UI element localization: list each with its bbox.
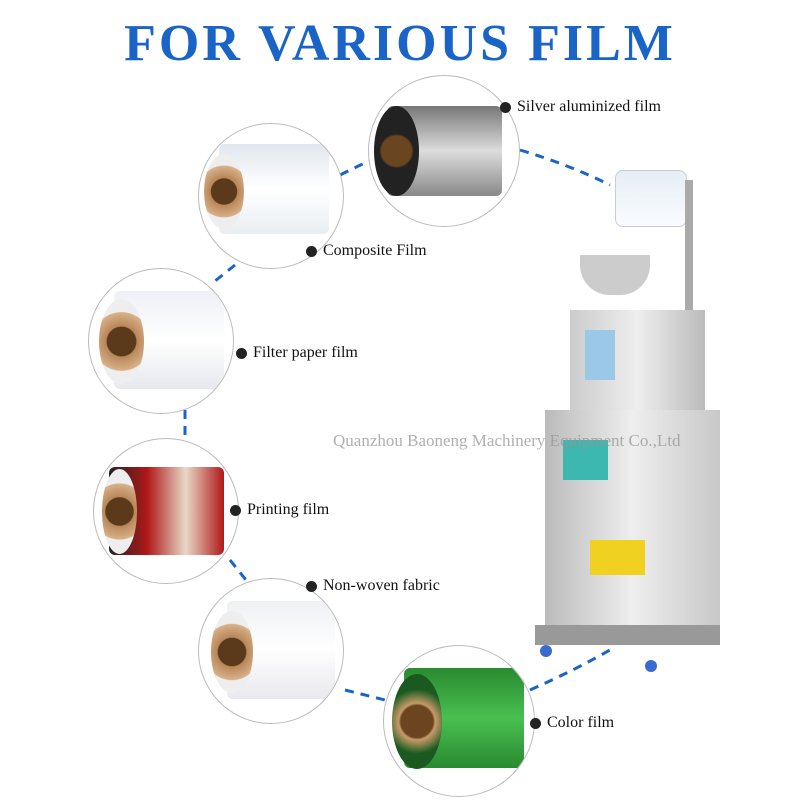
silver-film-circle: [368, 75, 520, 227]
label-filter-paper-film: Filter paper film: [236, 344, 358, 362]
bullet-dot-icon: [500, 101, 511, 113]
label-silver-aluminized-film: Silver aluminized film: [500, 98, 661, 116]
bullet-dot-icon: [530, 717, 541, 729]
color-film-circle: [383, 645, 535, 797]
bullet-dot-icon: [306, 245, 317, 257]
composite-film-circle: [198, 123, 344, 269]
label-composite-film: Composite Film: [306, 242, 427, 260]
bullet-dot-icon: [236, 347, 247, 359]
watermark: Quanzhou Baoneng Machinery Equipment Co.…: [333, 431, 681, 450]
bullet-dot-icon: [230, 504, 241, 516]
label-text: Color film: [547, 714, 615, 731]
label-text: Non-woven fabric: [323, 577, 440, 594]
label-text: Filter paper film: [253, 344, 358, 361]
label-printing-film: Printing film: [230, 501, 329, 519]
label-text: Composite Film: [323, 242, 427, 259]
bullet-dot-icon: [306, 580, 317, 592]
printing-film-circle: [93, 438, 239, 584]
label-text: Printing film: [247, 501, 330, 518]
packing-machine-image: [535, 165, 725, 685]
label-text: Silver aluminized film: [517, 98, 661, 115]
label-non-woven-fabric: Non-woven fabric: [306, 577, 440, 595]
label-color-film: Color film: [530, 714, 614, 732]
filter-paper-film-circle: [88, 268, 234, 414]
non-woven-fabric-circle: [198, 578, 344, 724]
page-title: FOR VARIOUS FILM: [124, 15, 676, 72]
